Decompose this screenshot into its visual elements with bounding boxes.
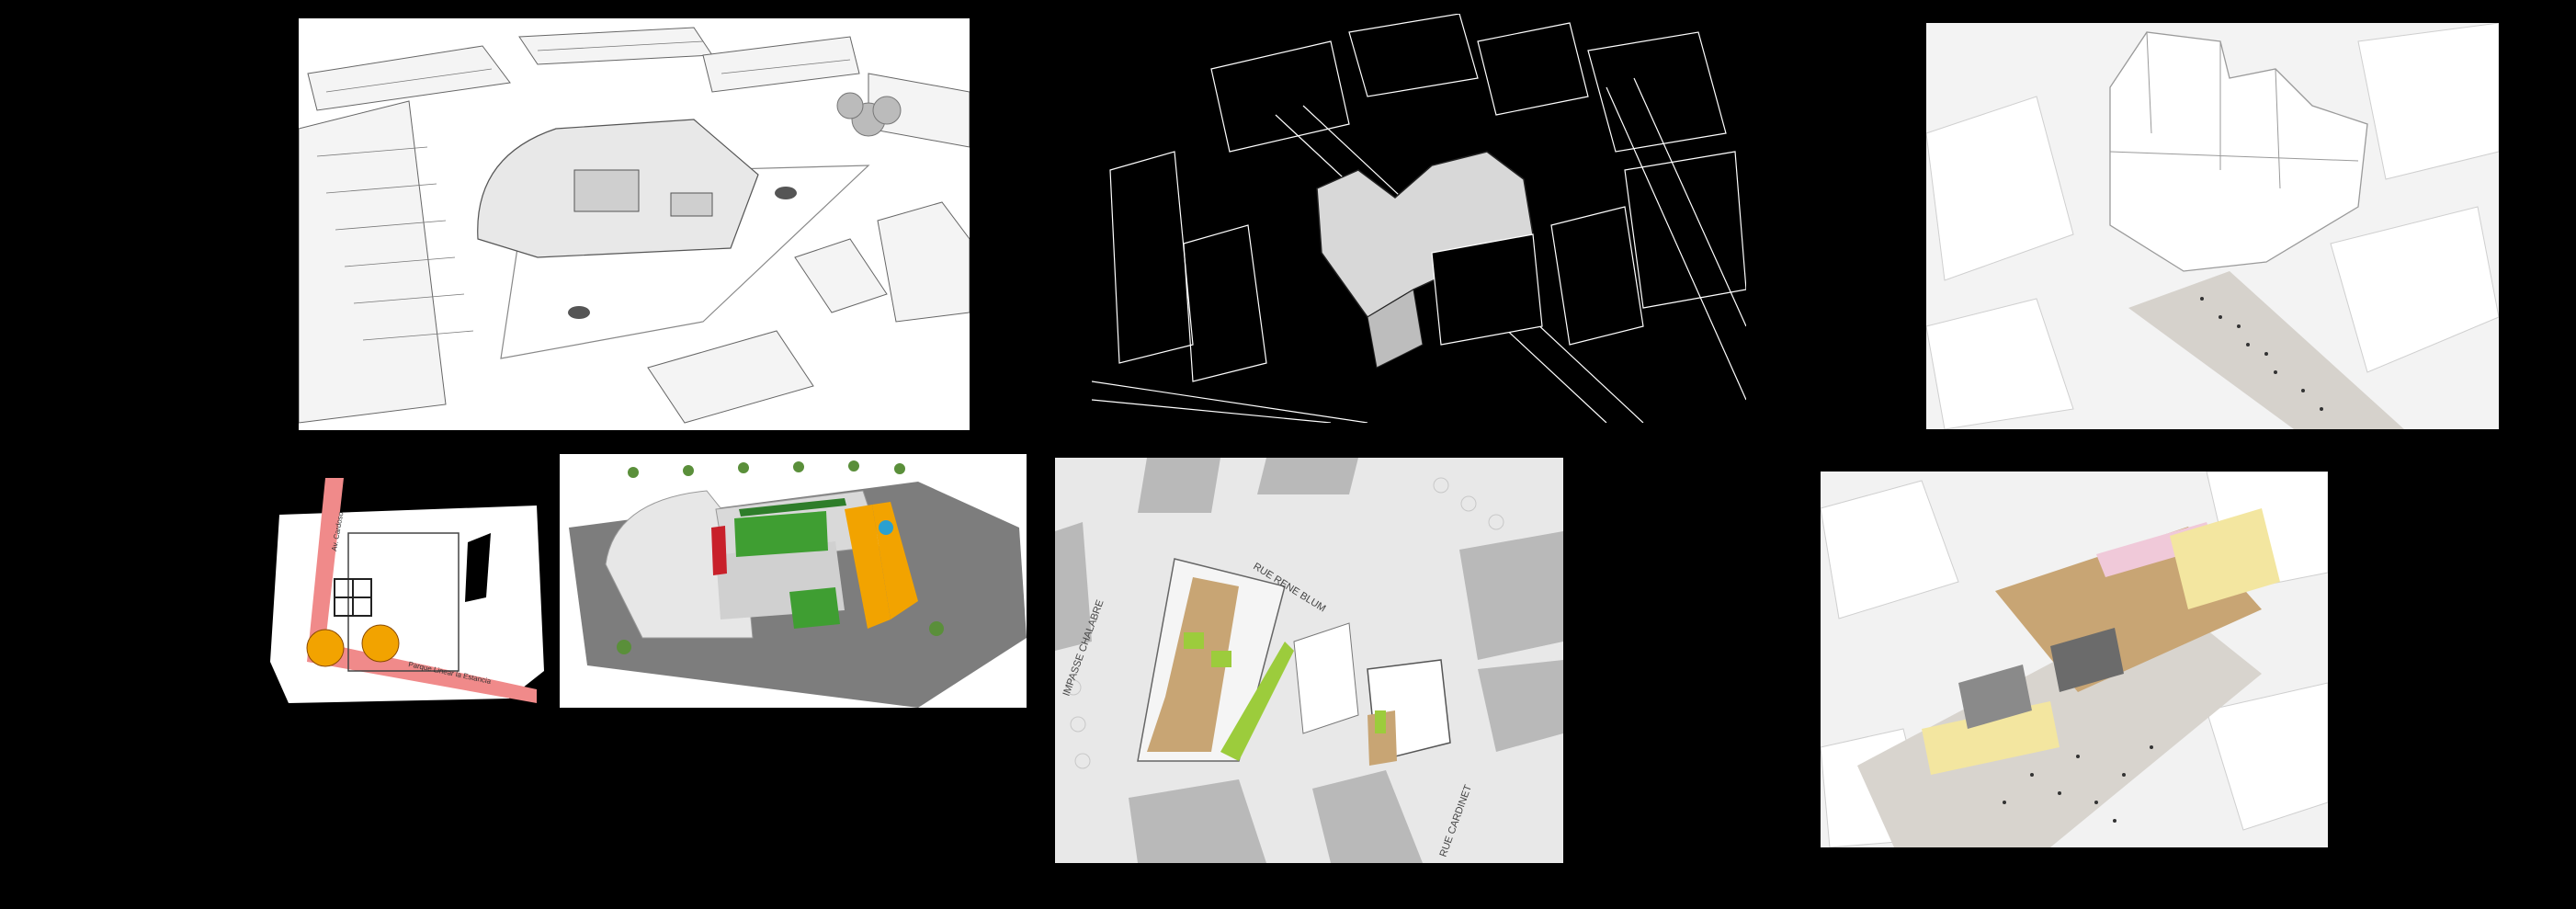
site-plan-diagram: Av. Cardoso Parque Linear la Estancia: [270, 478, 544, 708]
colored-axonometric-drawing: [1821, 472, 2328, 847]
massing-sketch-drawing: [299, 18, 970, 430]
street-site-plan: IMPASSE CHALABRE RUE RENE BLUM RUE CARDI…: [1055, 458, 1563, 863]
panel-street-site-plan: IMPASSE CHALABRE RUE RENE BLUM RUE CARDI…: [1055, 458, 1563, 863]
panel-massing-sketch: [299, 18, 970, 430]
panel-line-axonometric: [1092, 14, 1746, 423]
light-axonometric-drawing: [1926, 23, 2499, 429]
panel-colored-model: [560, 454, 1027, 708]
panel-light-axonometric: [1926, 23, 2499, 429]
panel-site-plan-diagram: Av. Cardoso Parque Linear la Estancia: [270, 478, 544, 708]
colored-model-render: [560, 454, 1027, 708]
line-axonometric-drawing: [1092, 14, 1746, 423]
panel-colored-axonometric: [1821, 472, 2328, 847]
